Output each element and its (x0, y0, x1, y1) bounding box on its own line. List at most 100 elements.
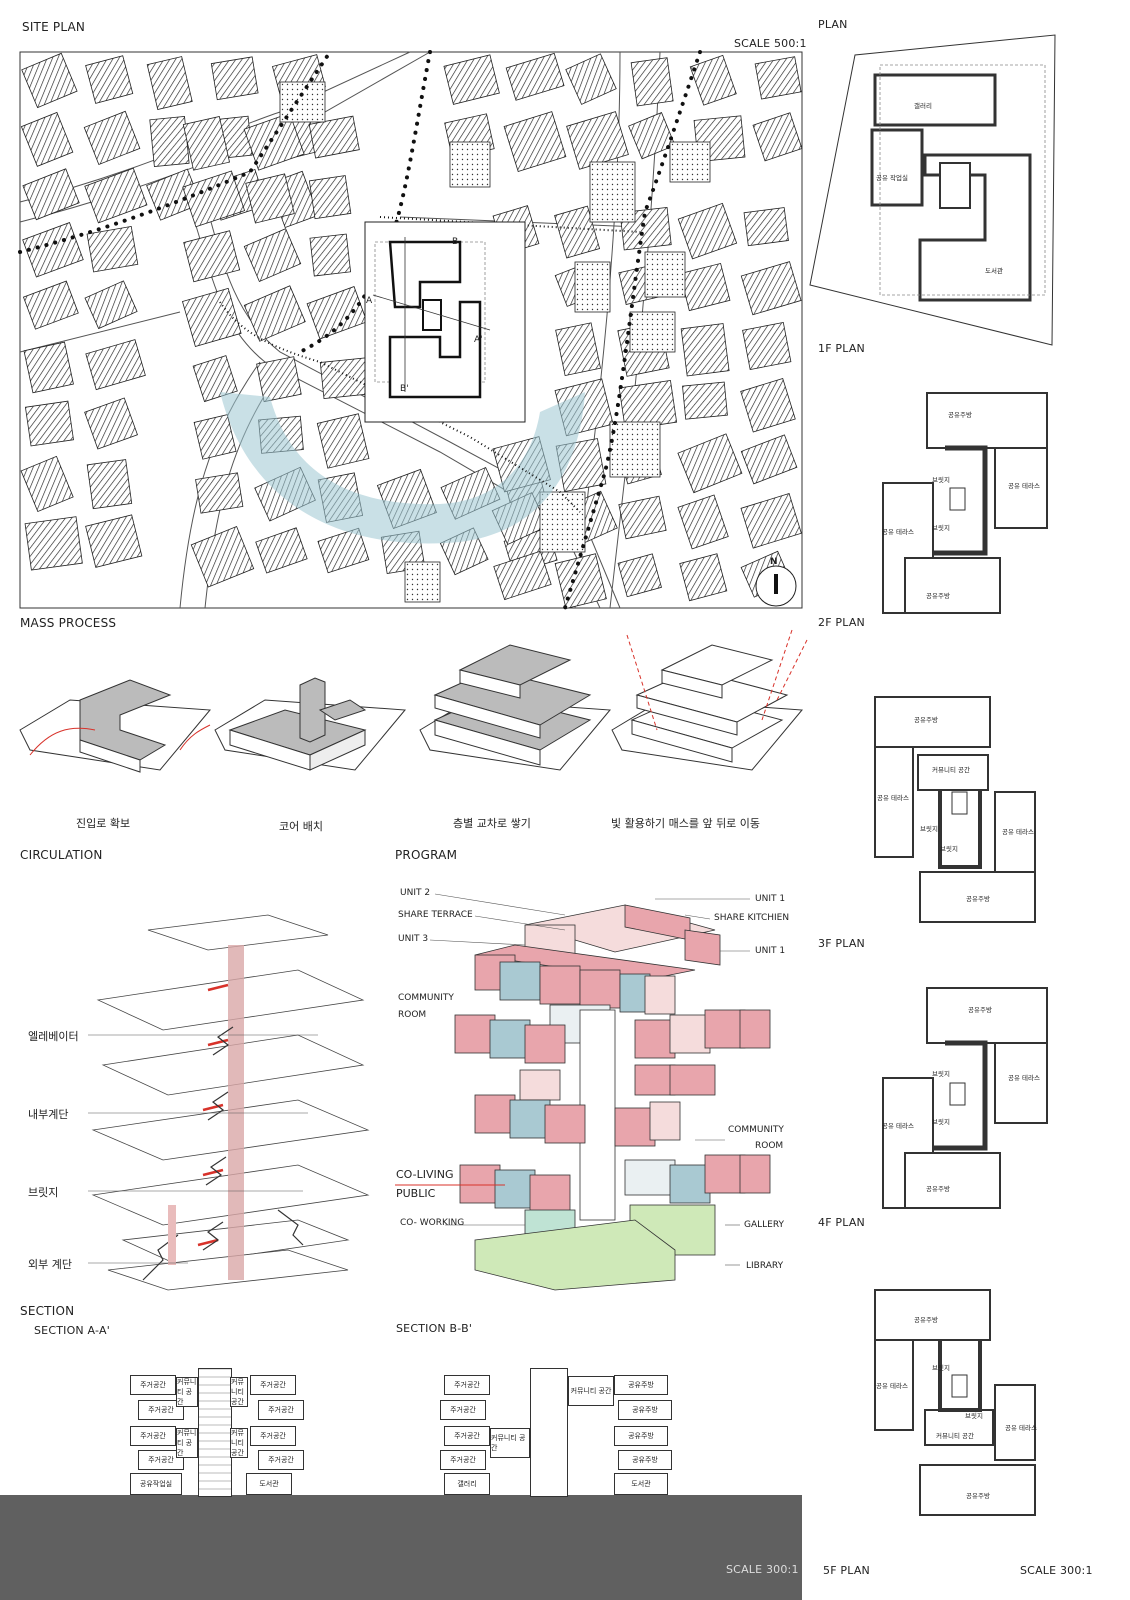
building (210, 56, 259, 101)
circulation-leaders (88, 1034, 318, 1264)
section-bb-box: 커뮤니티 공간 (490, 1428, 530, 1458)
plan-2f-room: 브릿지 (932, 476, 950, 484)
section-aa-core (198, 1368, 232, 1497)
section-aa-box: 주거공간 (130, 1426, 176, 1446)
plan-5f-drawing (874, 1289, 1036, 1516)
building (443, 54, 500, 105)
plan-1f-drawing (809, 34, 1056, 346)
plan-5f-room: 브릿지 (932, 1364, 950, 1372)
section-aa-box: 커뮤니티 공간 (176, 1377, 198, 1407)
building (86, 459, 133, 510)
building (677, 202, 738, 260)
plan-5f-room: 커뮤니티 공간 (936, 1432, 974, 1440)
section-aa-box: 주거공간 (250, 1375, 296, 1395)
program-label-room-r: ROOM (755, 1141, 784, 1151)
plan-5f-room: 공유 테라스 (876, 1382, 908, 1390)
building (752, 112, 803, 162)
building (192, 355, 238, 403)
plan-4f-room: 공유주방 (926, 1185, 950, 1193)
section-bb-box: 공유주방 (618, 1400, 672, 1420)
plan-scale: SCALE 300:1 (1020, 1564, 1093, 1577)
building (689, 54, 737, 106)
building (83, 110, 141, 166)
circulation-label: 외부 계단 (28, 1258, 72, 1271)
building (181, 287, 242, 347)
plan-5f-room: 브릿지 (965, 1412, 983, 1420)
building (309, 233, 352, 277)
building (243, 285, 306, 342)
building (618, 495, 667, 540)
plan-4f-drawing (882, 987, 1048, 1209)
building (23, 341, 74, 394)
building (308, 115, 360, 159)
floor-label-4f: 4F PLAN (818, 1216, 865, 1229)
building (740, 434, 798, 485)
building (149, 115, 190, 168)
building (20, 455, 74, 513)
ground (0, 1495, 802, 1600)
building (22, 280, 79, 330)
program-label-library: LIBRARY (746, 1261, 784, 1271)
plan-3f-room: 공유주방 (914, 716, 938, 724)
building (555, 322, 601, 377)
site-plan-title: SITE PLAN (22, 20, 86, 34)
building (24, 516, 83, 571)
program-label-community-r: COMMUNITY (728, 1125, 784, 1135)
building (84, 167, 148, 224)
program-label-room: ROOM (398, 1010, 427, 1020)
building (256, 356, 302, 403)
plan-5f-room: 공유주방 (966, 1492, 990, 1500)
plan-3f-room: 공유주방 (966, 895, 990, 903)
plan-1f-room: 도서관 (985, 267, 1003, 275)
building (677, 494, 729, 550)
section-bb-box: 커뮤니티 공간 (568, 1376, 614, 1406)
program-title: PROGRAM (395, 848, 458, 862)
program-label-unit1b: UNIT 1 (755, 946, 786, 956)
building (505, 52, 565, 101)
section-bb-box: 도서관 (614, 1473, 668, 1495)
building (195, 472, 244, 514)
section-aa-box: 주거공간 (138, 1400, 184, 1420)
section-aa-box: 주거공간 (130, 1375, 176, 1395)
mass-step-1-drawing (19, 679, 212, 773)
program-diagram (454, 904, 771, 1291)
plan-5f-room: 공유주방 (914, 1316, 938, 1324)
section-bb-box: 갤러리 (444, 1473, 490, 1495)
building (84, 397, 138, 450)
building (742, 321, 792, 371)
section-aa-title: SECTION A-A' (34, 1324, 110, 1337)
plan-4f-room: 공유 테라스 (1008, 1074, 1040, 1082)
section-aa-box: 도서관 (246, 1473, 292, 1495)
building (682, 381, 728, 420)
building (493, 550, 552, 601)
building (628, 112, 676, 160)
building (183, 230, 241, 283)
building (86, 225, 139, 273)
building (84, 280, 138, 330)
section-bb-box: 주거공간 (444, 1426, 490, 1446)
building (679, 553, 728, 602)
building (308, 175, 352, 220)
plan-2f-drawing (882, 392, 1048, 614)
plan-2f-room: 공유 테라스 (882, 528, 914, 536)
section-aa-box: 주거공간 (258, 1400, 304, 1420)
site-plan-map (18, 50, 803, 610)
circulation-label: 브릿지 (28, 1186, 59, 1199)
program-label-share-terrace: SHARE TERRACE (398, 910, 473, 920)
section-bb-box: 주거공간 (440, 1450, 486, 1470)
section-aa-box: 커뮤니티 공간 (230, 1428, 248, 1458)
section-bb-title: SECTION B-B' (396, 1322, 473, 1335)
section-mark-b: B (452, 237, 459, 247)
building (193, 414, 237, 460)
site-scale: SCALE 500:1 (734, 37, 807, 50)
building (190, 525, 255, 588)
plan-2f-room: 브릿지 (932, 524, 950, 532)
plan-3f-room: 브릿지 (920, 825, 938, 833)
mass-step-4-drawing (611, 629, 808, 771)
floor-label-1f: 1F PLAN (818, 342, 865, 355)
building (319, 357, 372, 400)
floor-label-3f: 3F PLAN (818, 937, 865, 950)
section-aa-box: 주거공간 (138, 1450, 184, 1470)
building (146, 56, 193, 110)
building (245, 173, 295, 224)
